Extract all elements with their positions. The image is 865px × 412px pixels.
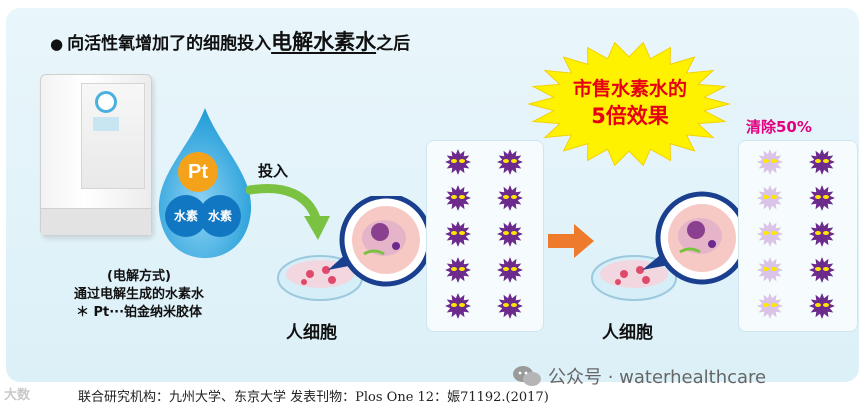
ros-virus-removed-icon <box>757 149 783 175</box>
ros-virus-icon <box>445 221 471 247</box>
heading-suffix: 之后 <box>376 34 411 54</box>
water-drop-icon <box>158 108 252 258</box>
h2-molecule-left-icon <box>165 195 207 237</box>
petri-dish-left <box>277 196 433 301</box>
watermark-left: 大数 <box>4 388 31 403</box>
caption-line-2: 通过电解生成的水素水 <box>73 287 204 302</box>
ros-virus-removed-icon <box>757 185 783 211</box>
ros-grid-after <box>738 140 858 332</box>
ros-virus-icon <box>497 149 523 175</box>
ros-virus-icon <box>809 221 835 247</box>
device-display-icon <box>93 117 119 131</box>
pt-label: Pt <box>188 161 208 183</box>
ros-virus-icon <box>497 221 523 247</box>
h2-label-left: 水素 <box>173 209 198 223</box>
ros-virus-icon <box>809 257 835 283</box>
ros-virus-removed-icon <box>757 257 783 283</box>
h2-molecule-right-icon <box>199 195 241 237</box>
ros-virus-removed-icon <box>757 293 783 319</box>
burst-line-1: 市售水素水的 <box>572 78 687 100</box>
burst-line-2: 5倍效果 <box>591 104 669 128</box>
caption-line-1: (电解方式) <box>107 269 171 284</box>
ros-virus-icon <box>497 257 523 283</box>
ros-virus-icon <box>497 185 523 211</box>
ros-virus-icon <box>445 293 471 319</box>
human-cell-label-right: 人细胞 <box>602 323 653 343</box>
right-arrow-icon <box>548 224 594 258</box>
wechat-watermark: 公众号 · waterhealthcare <box>512 363 766 389</box>
figure-heading: ● 向活性氧增加了的细胞投入 电解水素水 之后 <box>50 26 410 56</box>
ros-virus-icon <box>809 149 835 175</box>
heading-bullet: ● <box>50 35 64 53</box>
removal-rate-label: 清除50% <box>746 118 812 136</box>
ros-grid-before <box>426 140 544 332</box>
ros-virus-icon <box>445 185 471 211</box>
caption-line-3: ＊ Pt···铂金纳米胶体 <box>75 305 203 320</box>
ros-virus-grid-before <box>445 149 523 319</box>
heading-prefix: 向活性氧增加了的细胞投入 <box>67 34 272 54</box>
heading-highlight: 电解水素水 <box>271 30 377 54</box>
device-base <box>41 208 151 235</box>
device-knob-icon <box>95 91 117 113</box>
ros-virus-removed-icon <box>757 221 783 247</box>
ros-virus-icon <box>809 293 835 319</box>
method-caption: (电解方式) 通过电解生成的水素水 ＊ Pt···铂金纳米胶体 <box>64 268 214 322</box>
ros-virus-icon <box>497 293 523 319</box>
ros-virus-icon <box>445 257 471 283</box>
insert-label: 投入 <box>258 162 289 180</box>
ros-virus-grid-after <box>757 149 835 319</box>
ros-virus-icon <box>809 185 835 211</box>
petri-dish-right <box>591 191 749 301</box>
water-ionizer-device <box>40 74 152 236</box>
curved-arrow-icon <box>246 183 330 240</box>
research-footer: 联合研究机构：九州大学、东京大学 发表刊物：Plos One 12：娠71192… <box>78 390 549 405</box>
h2-label-right: 水素 <box>207 209 232 223</box>
human-cell-label-left: 人细胞 <box>286 323 337 343</box>
starburst-icon <box>527 41 731 167</box>
wechat-text: 公众号 · waterhealthcare <box>548 367 767 388</box>
ros-virus-icon <box>445 149 471 175</box>
pt-particle-icon <box>178 152 218 192</box>
wechat-icon <box>513 366 541 386</box>
